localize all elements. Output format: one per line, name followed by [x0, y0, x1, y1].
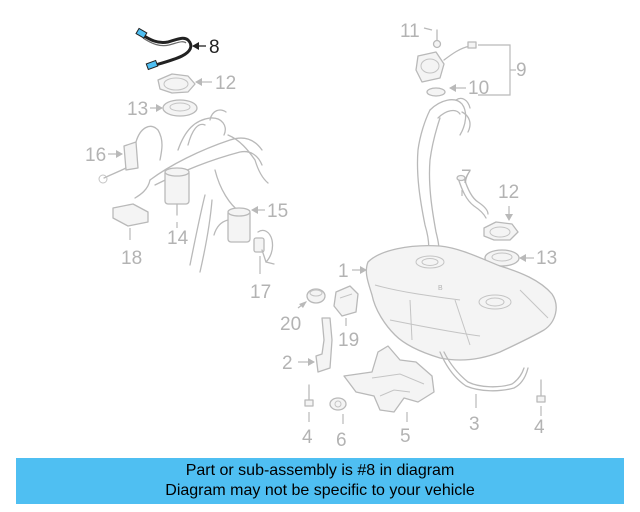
callout-2: 2 [282, 353, 293, 374]
part-18-clip: 18 [112, 203, 149, 269]
part-8-harness[interactable]: 8 [135, 27, 220, 71]
part-4-bolt-right: 4 [534, 379, 546, 438]
part-9-filler-cap: 9 [415, 41, 527, 96]
callout-7: 7 [461, 167, 472, 188]
callout-13-left: 13 [127, 99, 148, 120]
part-6-nut: 6 [329, 397, 347, 451]
callout-13-right: 13 [536, 248, 557, 269]
part-15-filter: 15 [213, 201, 288, 243]
callout-16: 16 [85, 145, 106, 166]
part-14-fuel-pump: 14 [134, 109, 269, 273]
callout-1: 1 [338, 261, 349, 282]
part-17-connector: 17 [250, 229, 275, 303]
part-7-hose: 7 [456, 167, 489, 219]
callout-18: 18 [121, 248, 142, 269]
part-4-bolt-left: 4 [302, 384, 314, 448]
part-10-ring: 10 [426, 78, 489, 99]
part-12-gasket-right: 12 [483, 182, 519, 241]
callout-10: 10 [468, 78, 489, 99]
part-5-heat-shield: 5 [343, 345, 435, 447]
part-13-seal-left: 13 [127, 99, 198, 120]
filler-neck [416, 97, 471, 257]
callout-17: 17 [250, 282, 271, 303]
callout-12-left: 12 [215, 73, 236, 94]
callout-6: 6 [336, 430, 347, 451]
callout-5: 5 [400, 426, 411, 447]
callout-4-left: 4 [302, 427, 313, 448]
callout-9: 9 [516, 60, 527, 81]
part-19-bracket: 19 [333, 285, 359, 351]
part-3-strap: 3 [439, 351, 529, 435]
callout-19: 19 [338, 330, 359, 351]
callout-14: 14 [167, 228, 189, 249]
part-1-fuel-tank: B 1 [338, 244, 557, 361]
callout-11: 11 [400, 21, 420, 42]
part-13-seal-right: 13 [484, 248, 557, 269]
banner-line-2: Diagram may not be specific to your vehi… [165, 482, 475, 499]
callout-12-right: 12 [498, 182, 519, 203]
callout-4-right: 4 [534, 417, 545, 438]
callout-8: 8 [209, 37, 220, 58]
part-12-gasket-left: 12 [157, 73, 236, 94]
parts-diagram: 8 12 13 14 [85, 21, 557, 451]
banner-line-1: Part or sub-assembly is #8 in diagram [185, 462, 455, 479]
part-2-strap: 2 [282, 317, 333, 374]
info-banner: Part or sub-assembly is #8 in diagram Di… [16, 458, 624, 504]
part-16-sensor: 16 [85, 125, 163, 184]
part-20-cap: 20 [280, 288, 326, 335]
callout-3: 3 [469, 414, 480, 435]
part-11-bolt: 11 [400, 21, 442, 49]
callout-20: 20 [280, 314, 301, 335]
callout-15: 15 [267, 201, 288, 222]
svg-text:B: B [438, 285, 443, 292]
